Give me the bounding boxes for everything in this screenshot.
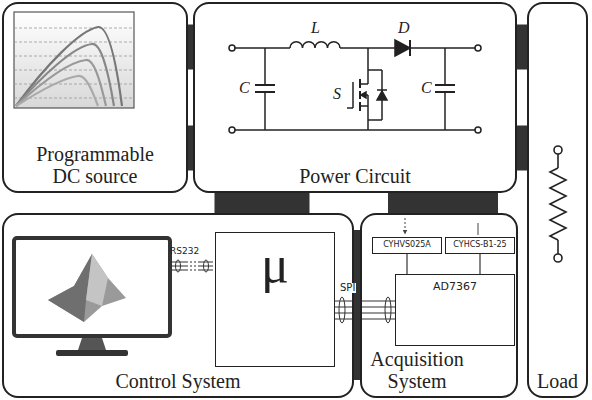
box-title: Power Circuit — [299, 165, 411, 187]
acquisition-box: Acquisition System CYHVS025A CYHCS-B1-25AD… — [360, 213, 518, 398]
capacitor-symbol — [435, 48, 455, 130]
box-title: Acquisition System — [362, 348, 472, 392]
component-label: D — [398, 20, 410, 36]
pv-curve-plot — [14, 12, 134, 108]
signal-line — [406, 254, 407, 274]
box-title: AD7367 — [433, 281, 477, 293]
box-title: Programmable DC source — [30, 143, 160, 187]
rs232-cable — [170, 260, 213, 272]
resistor-symbol — [550, 146, 566, 262]
box-title: CYHCS-B1-25 — [453, 241, 506, 250]
connector-group — [480, 254, 481, 274]
power-link-band — [215, 193, 310, 213]
connector-group — [335, 297, 395, 323]
inductor-symbol — [290, 42, 340, 48]
component-label: C — [239, 80, 250, 96]
connector-group — [262, 193, 263, 213]
bus-cable — [335, 301, 395, 319]
source-box: Programmable DC source — [2, 2, 188, 193]
connector-group — [517, 47, 527, 148]
mosfet-symbol — [347, 48, 387, 130]
component-label: L — [311, 20, 320, 36]
sensor-box: CYHVS025A — [372, 237, 442, 254]
capacitor-symbol — [255, 48, 275, 130]
box-title: Load — [537, 370, 578, 392]
signal-line — [479, 254, 480, 274]
component-label: S — [333, 86, 341, 102]
circuit-box: Power Circuit — [193, 2, 517, 193]
power-link-band — [517, 47, 527, 148]
chip-symbol: μ — [261, 239, 289, 291]
boost-converter-schematic — [229, 40, 481, 133]
signal-name: RS232 — [170, 247, 199, 256]
diode-symbol — [395, 40, 410, 56]
sensor-input-line — [405, 218, 478, 235]
connector-group — [407, 254, 408, 274]
control-box: Control System μ — [2, 213, 354, 398]
power-link-band — [388, 193, 498, 213]
box-title: Control System — [115, 370, 240, 392]
adc-box: AD7367 — [395, 274, 515, 346]
sensor-box: CYHCS-B1-25 — [445, 237, 515, 254]
microcontroller-box: μ — [215, 232, 335, 367]
box-title: CYHVS025A — [383, 241, 431, 250]
component-label: C — [421, 80, 432, 96]
monitor-icon — [14, 238, 170, 356]
connector-group — [443, 193, 444, 213]
terminal-symbol — [229, 45, 481, 133]
load-box: Load — [527, 2, 588, 398]
